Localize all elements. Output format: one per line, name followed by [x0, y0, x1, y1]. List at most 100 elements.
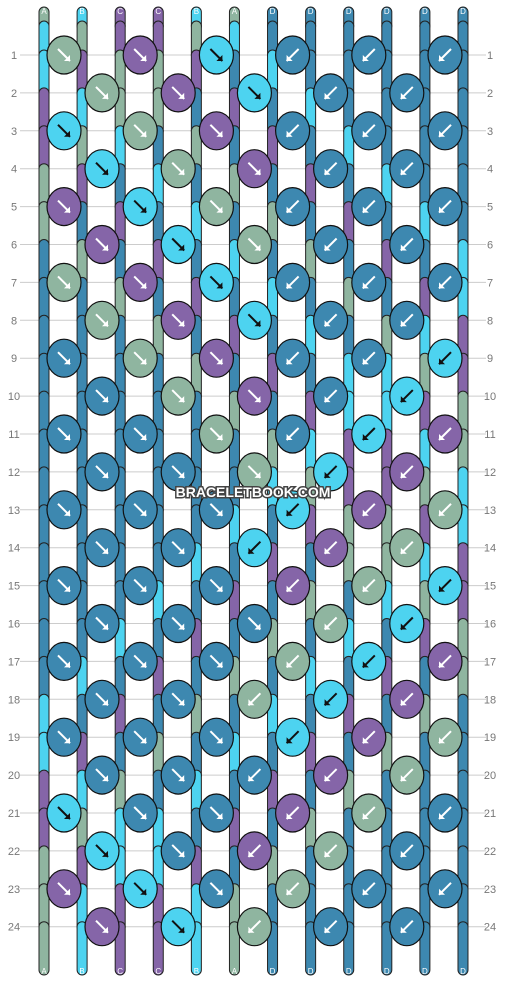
knot	[122, 869, 158, 909]
arrow-head-icon	[254, 471, 261, 478]
row-number-left: 23	[8, 884, 20, 896]
strand-label: D	[308, 7, 314, 16]
row-number-left: 18	[8, 694, 20, 706]
arrow-head-icon	[286, 585, 293, 592]
row-number-right: 24	[484, 922, 496, 934]
knot	[198, 565, 234, 606]
arrow-head-icon	[439, 434, 445, 440]
arrow-head-icon	[400, 623, 407, 630]
knot	[198, 793, 234, 833]
arrow-head-icon	[362, 661, 369, 668]
knot	[389, 755, 425, 795]
knot	[84, 528, 120, 568]
arrow-head-icon	[254, 623, 261, 630]
arrow-head-icon	[140, 55, 147, 61]
arrow-head-icon	[254, 168, 261, 175]
arrow-head-icon	[254, 320, 261, 327]
row-number-right: 7	[487, 277, 493, 289]
strand-label: B	[79, 7, 84, 16]
strand-label: D	[384, 7, 390, 16]
arrow-head-icon	[216, 888, 223, 895]
arrow-head-icon	[400, 547, 407, 554]
row-number-left: 19	[8, 732, 20, 744]
knot	[84, 224, 120, 265]
strand-label: C	[155, 967, 161, 976]
knot	[427, 338, 463, 378]
arrow-head-icon	[248, 547, 255, 554]
knot	[198, 187, 234, 227]
knot	[160, 679, 196, 719]
arrow-head-icon	[362, 130, 369, 137]
row-number-right: 8	[487, 315, 493, 327]
knot	[236, 376, 272, 416]
arrow-head-icon	[400, 699, 407, 706]
knot	[313, 224, 349, 265]
arrow-head-icon	[216, 813, 223, 819]
strand-label: C	[155, 7, 161, 16]
knot	[84, 755, 120, 795]
strand-label: B	[194, 967, 199, 976]
row-number-left: 8	[11, 315, 17, 327]
strand-label: C	[117, 967, 123, 976]
arrow-head-icon	[286, 206, 293, 213]
arrow-head-icon	[324, 92, 331, 99]
arrow-head-icon	[140, 585, 147, 592]
knot	[122, 35, 158, 75]
knot	[389, 73, 425, 113]
knot	[122, 641, 158, 682]
arrow-head-icon	[286, 130, 293, 137]
knot	[351, 641, 387, 682]
row-number-left: 21	[8, 808, 20, 820]
knot	[122, 338, 158, 378]
knot	[46, 641, 82, 682]
arrow-head-icon	[64, 737, 70, 744]
arrow-head-icon	[178, 623, 185, 630]
knot-grid	[46, 35, 463, 947]
row-number-left: 20	[8, 770, 20, 782]
row-number-right: 16	[484, 619, 496, 631]
knot	[275, 414, 311, 454]
arrow-head-icon	[286, 55, 293, 61]
row-number-left: 9	[11, 353, 17, 365]
row-number-left: 17	[8, 656, 20, 668]
arrow-head-icon	[216, 130, 223, 137]
knot	[84, 907, 120, 947]
arrow-head-icon	[178, 92, 185, 99]
knot	[389, 603, 425, 644]
arrow-head-icon	[64, 130, 70, 137]
arrow-head-icon	[400, 168, 407, 175]
knot	[236, 679, 272, 719]
arrow-head-icon	[439, 888, 445, 895]
knot	[389, 376, 425, 416]
knot	[389, 831, 425, 871]
arrow-head-icon	[286, 888, 293, 895]
knot	[46, 565, 82, 606]
arrow-head-icon	[140, 282, 147, 289]
row-number-right: 19	[484, 732, 496, 744]
arrow-head-icon	[216, 737, 223, 744]
row-number-left: 16	[8, 619, 20, 631]
arrow-head-icon	[286, 509, 293, 516]
arrow-head-icon	[400, 471, 407, 478]
arrow-head-icon	[439, 737, 445, 744]
arrow-head-icon	[102, 471, 108, 478]
row-number-left: 1	[11, 50, 17, 62]
row-number-left: 5	[11, 202, 17, 214]
knot	[160, 831, 196, 871]
knot	[313, 528, 349, 568]
knot	[313, 679, 349, 719]
knot	[236, 149, 272, 189]
knot	[427, 111, 463, 151]
strand-label: D	[270, 967, 276, 976]
knot	[46, 869, 82, 909]
knot	[160, 224, 196, 265]
arrow-head-icon	[64, 282, 70, 289]
row-number-right: 21	[484, 808, 496, 820]
knot	[236, 755, 272, 795]
knot	[275, 35, 311, 75]
knot	[313, 376, 349, 416]
knot	[275, 869, 311, 909]
